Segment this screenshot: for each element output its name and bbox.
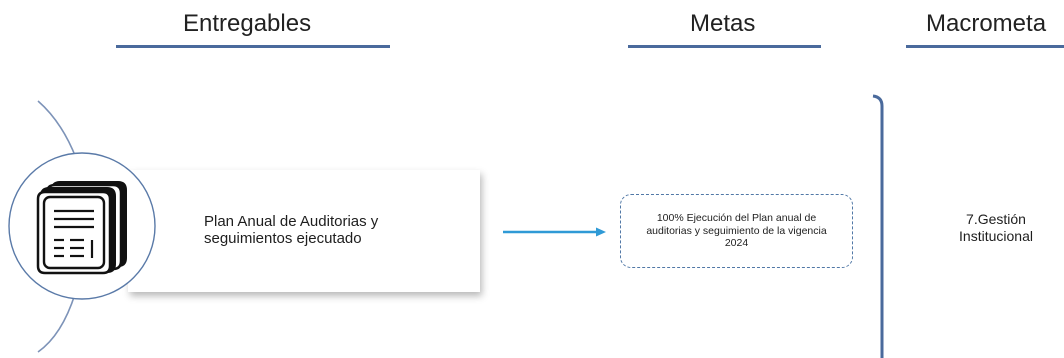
top-arc — [37, 100, 77, 159]
header-metas-underline — [628, 45, 821, 48]
goal-text: 100% Ejecución del Plan anual de auditor… — [646, 212, 827, 250]
macrometa-label: 7.Gestión Institucional — [936, 211, 1056, 245]
bottom-arc — [37, 293, 76, 353]
deliverable-line-2: seguimientos ejecutado — [204, 230, 362, 247]
header-entregables: Entregables — [183, 10, 312, 37]
header-entregables-underline — [116, 45, 390, 48]
deliverable-card — [128, 170, 480, 292]
deliverable-label: Plan Anual de Auditorias y seguimientos … — [204, 213, 444, 247]
deliverable-line-1: Plan Anual de Auditorias y — [204, 213, 379, 230]
connector-arrow — [503, 227, 606, 237]
macrometa-line-1: 7.Gestión — [966, 211, 1026, 227]
documents-icon — [36, 181, 127, 275]
header-macrometa-underline — [906, 45, 1064, 48]
grouping-bracket — [872, 94, 884, 358]
header-metas: Metas — [690, 10, 756, 37]
header-macrometa: Macrometa — [926, 10, 1047, 37]
goal-box: 100% Ejecución del Plan anual de auditor… — [620, 194, 853, 268]
macrometa-line-2: Institucional — [959, 228, 1033, 244]
